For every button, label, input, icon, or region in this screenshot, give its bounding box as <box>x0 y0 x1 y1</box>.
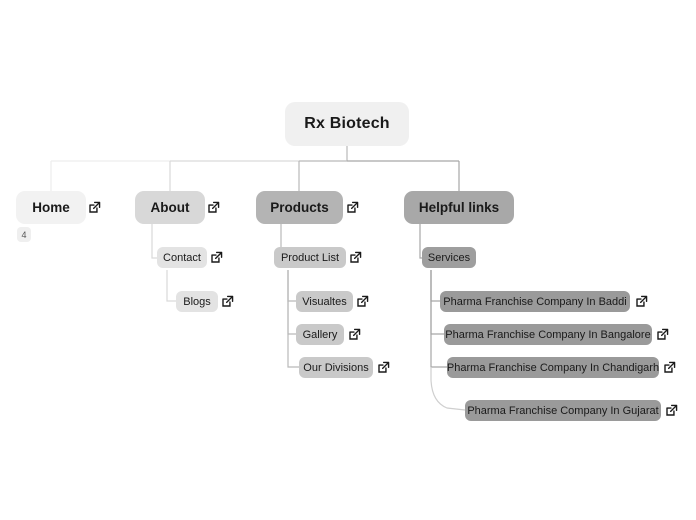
external-link-icon[interactable] <box>655 327 670 342</box>
node-about[interactable]: About <box>135 191 205 224</box>
node-visualtes-label: Visualtes <box>302 295 347 308</box>
external-link-icon[interactable] <box>220 294 235 309</box>
node-root-label: Rx Biotech <box>304 115 390 132</box>
node-pharma-chandigarh[interactable]: Pharma Franchise Company In Chandigarh <box>447 357 659 378</box>
external-link-icon[interactable] <box>348 250 363 265</box>
node-blogs[interactable]: Blogs <box>176 291 218 312</box>
node-root[interactable]: Rx Biotech <box>285 102 409 146</box>
node-pharma-chandigarh-label: Pharma Franchise Company In Chandigarh <box>446 361 660 374</box>
node-products-label: Products <box>270 200 329 215</box>
node-our-divisions[interactable]: Our Divisions <box>299 357 373 378</box>
external-link-icon[interactable] <box>634 294 649 309</box>
node-services-label: Services <box>427 251 471 264</box>
external-link-icon[interactable] <box>664 403 679 418</box>
external-link-icon[interactable] <box>345 200 360 215</box>
external-link-icon[interactable] <box>662 360 677 375</box>
external-link-icon[interactable] <box>206 200 221 215</box>
external-link-icon[interactable] <box>355 294 370 309</box>
home-count-badge: 4 <box>17 227 31 242</box>
node-our-divisions-label: Our Divisions <box>303 361 369 374</box>
node-pharma-bangalore[interactable]: Pharma Franchise Company In Bangalore <box>444 324 652 345</box>
node-pharma-gujarat[interactable]: Pharma Franchise Company In Gujarat <box>465 400 661 421</box>
node-gallery-label: Gallery <box>302 328 338 341</box>
node-products[interactable]: Products <box>256 191 343 224</box>
node-product-list-label: Product List <box>280 251 340 264</box>
node-pharma-gujarat-label: Pharma Franchise Company In Gujarat <box>467 404 659 417</box>
external-link-icon[interactable] <box>87 200 102 215</box>
node-home-label: Home <box>32 200 70 215</box>
node-about-label: About <box>150 200 190 215</box>
external-link-icon[interactable] <box>376 360 391 375</box>
node-pharma-baddi-label: Pharma Franchise Company In Baddi <box>443 295 627 308</box>
node-services[interactable]: Services <box>422 247 476 268</box>
external-link-icon[interactable] <box>347 327 362 342</box>
node-pharma-baddi[interactable]: Pharma Franchise Company In Baddi <box>440 291 630 312</box>
home-count-value: 4 <box>21 229 27 240</box>
node-contact-label: Contact <box>163 251 201 264</box>
node-helpful-links[interactable]: Helpful links <box>404 191 514 224</box>
node-product-list[interactable]: Product List <box>274 247 346 268</box>
node-home[interactable]: Home <box>16 191 86 224</box>
node-visualtes[interactable]: Visualtes <box>296 291 353 312</box>
node-pharma-bangalore-label: Pharma Franchise Company In Bangalore <box>445 328 651 341</box>
external-link-icon[interactable] <box>209 250 224 265</box>
node-contact[interactable]: Contact <box>157 247 207 268</box>
node-gallery[interactable]: Gallery <box>296 324 344 345</box>
node-helpful-links-label: Helpful links <box>418 200 500 215</box>
node-blogs-label: Blogs <box>183 295 211 308</box>
